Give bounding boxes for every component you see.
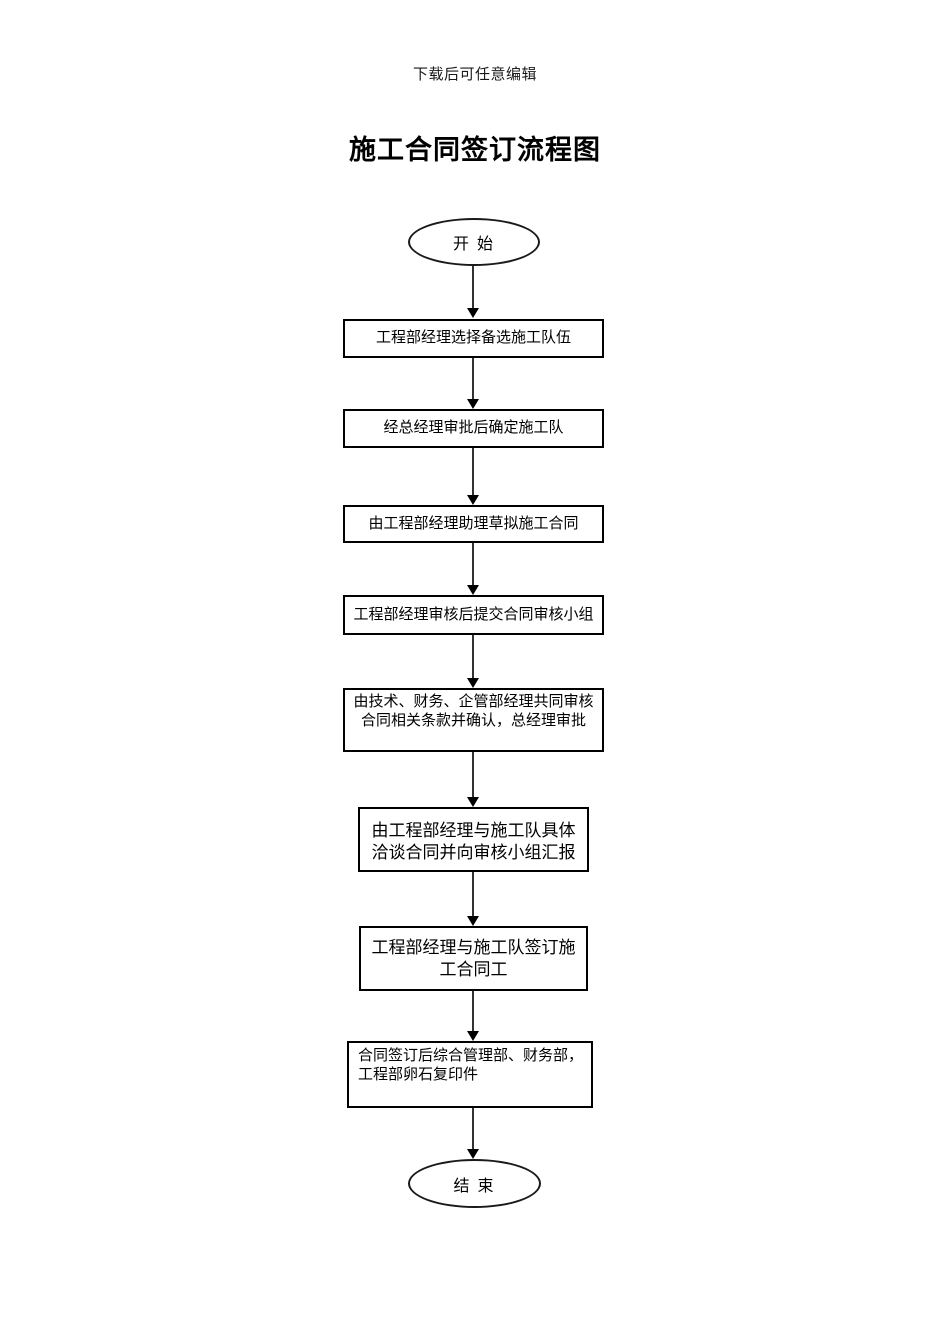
arrow-down-7 (466, 872, 480, 926)
flow-start-label: 开 始 (452, 236, 495, 253)
arrow-down-5 (466, 635, 480, 688)
flow-step-3-label: 由工程部经理助理草拟施工合同 (368, 515, 579, 532)
flow-step-3: 由工程部经理助理草拟施工合同 (343, 505, 604, 543)
flow-step-4: 工程部经理审核后提交合同审核小组 (343, 595, 604, 635)
arrow-head-icon (467, 916, 479, 926)
arrow-head-icon (467, 308, 479, 318)
flow-step-6-line1: 由工程部经理与施工队具体 (371, 821, 576, 840)
flow-step-7-line2: 工合同工 (439, 960, 508, 979)
arrow-head-icon (467, 399, 479, 409)
flow-step-2: 经总经理审批后确定施工队 (343, 409, 604, 448)
flow-step-5-line2: 合同相关条款并确认，总经理审批 (360, 713, 586, 729)
arrow-shaft (472, 543, 474, 589)
arrow-head-icon (467, 585, 479, 595)
arrow-shaft (472, 872, 474, 920)
edit-note: 下载后可任意编辑 (412, 67, 537, 83)
arrow-down-9 (466, 1108, 480, 1159)
flow-step-7: 工程部经理与施工队签订施 工合同工 (359, 926, 588, 991)
arrow-head-icon (467, 1031, 479, 1041)
arrow-head-icon (467, 1149, 479, 1159)
flow-step-7-line1: 工程部经理与施工队签订施 (371, 938, 576, 957)
flow-step-5: 由技术、财务、企管部经理共同审核 合同相关条款并确认，总经理审批 (343, 688, 604, 752)
arrow-shaft (472, 266, 474, 312)
flow-step-6-line2: 洽谈合同并向审核小组汇报 (371, 843, 576, 862)
arrow-down-2 (466, 358, 480, 409)
arrow-shaft (472, 991, 474, 1035)
arrow-head-icon (467, 495, 479, 505)
flow-end-node: 结 束 (408, 1159, 541, 1208)
arrow-shaft (472, 1108, 474, 1153)
arrow-shaft (472, 358, 474, 403)
arrow-down-4 (466, 543, 480, 595)
flow-start-node: 开 始 (408, 218, 540, 266)
arrow-down-3 (466, 448, 480, 505)
arrow-head-icon (467, 678, 479, 688)
arrow-shaft (472, 635, 474, 682)
flow-step-2-label: 经总经理审批后确定施工队 (383, 420, 564, 436)
arrow-down-6 (466, 752, 480, 807)
arrow-down-8 (466, 991, 480, 1041)
arrow-head-icon (467, 797, 479, 807)
flow-step-8-line2: 工程部卵石复印件 (358, 1067, 479, 1083)
flow-step-6: 由工程部经理与施工队具体 洽谈合同并向审核小组汇报 (358, 807, 589, 872)
flow-step-1-label: 工程部经理选择备选施工队伍 (375, 330, 571, 346)
flow-step-1: 工程部经理选择备选施工队伍 (343, 319, 604, 358)
flow-step-5-line1: 由技术、财务、企管部经理共同审核 (353, 694, 594, 710)
arrow-shaft (472, 448, 474, 499)
page-title: 施工合同签订流程图 (349, 135, 601, 165)
flow-step-8: 合同签订后综合管理部、财务部， 工程部卵石复印件 (347, 1041, 593, 1108)
flow-step-4-label: 工程部经理审核后提交合同审核小组 (353, 606, 594, 623)
flow-end-label: 结 束 (453, 1177, 496, 1195)
arrow-down-1 (466, 266, 480, 318)
flow-step-8-line1: 合同签订后综合管理部、财务部， (358, 1048, 584, 1064)
arrow-shaft (472, 752, 474, 801)
